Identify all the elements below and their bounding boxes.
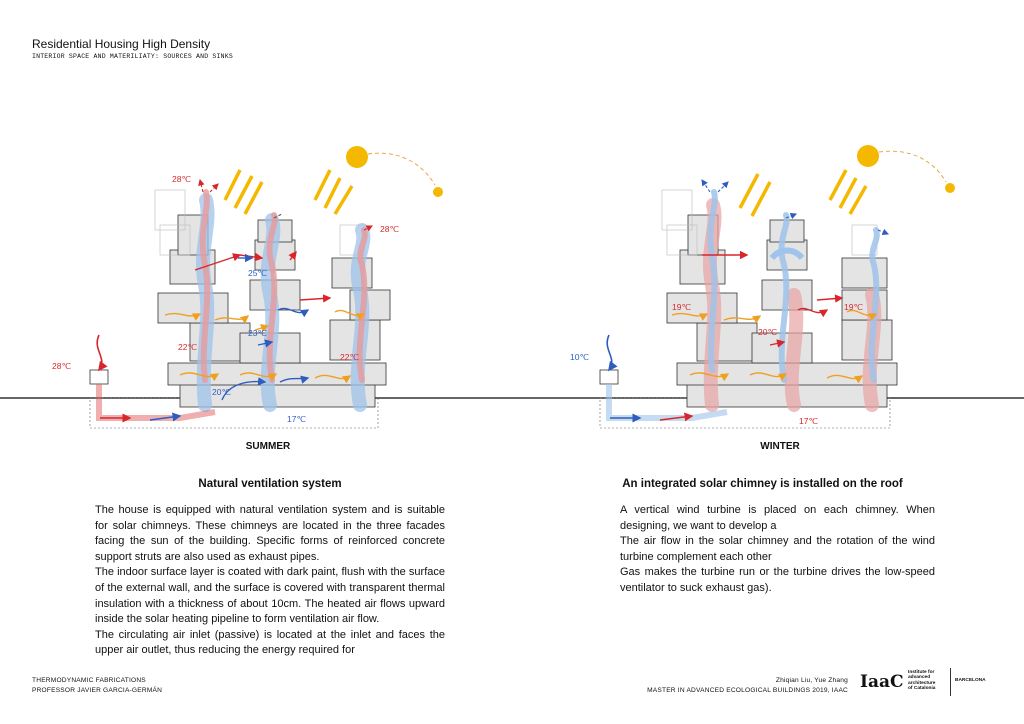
winter-temp-inlet: 10℃ (570, 352, 589, 362)
iaac-logo-mark: IaaC (860, 672, 904, 692)
page-subtitle: INTERIOR SPACE AND MATERILIATY: SOURCES … (32, 53, 233, 60)
footer-authors: Zhiqian Liu, Yue Zhang MASTER IN ADVANCE… (647, 676, 848, 696)
warm-air-chimneys (199, 189, 368, 383)
summer-temp-mid-center: 25℃ (248, 268, 267, 278)
sun-icon-small (433, 187, 443, 197)
winter-temp-basement: 17℃ (799, 416, 818, 426)
summer-temp-basement: 17℃ (287, 414, 306, 424)
footer-author-names: Zhiqian Liu, Yue Zhang (775, 677, 848, 684)
summer-temp-top-left: 28℃ (172, 174, 191, 184)
iaac-logo-text: Institute for advanced architecture of C… (908, 670, 948, 691)
summer-description: The house is equipped with natural venti… (95, 503, 445, 659)
summer-temp-inlet: 28℃ (52, 361, 71, 371)
summer-temp-left-low: 22℃ (178, 342, 197, 352)
page-title: Residential Housing High Density (32, 37, 211, 51)
summer-temp-top-right: 28℃ (380, 224, 399, 234)
summer-paragraph: The house is equipped with natural venti… (95, 504, 445, 563)
sun-rays-icon (223, 169, 354, 215)
sun-icon (857, 145, 879, 167)
winter-paragraph: A vertical wind turbine is placed on eac… (620, 504, 935, 532)
sun-icon-small (945, 183, 955, 193)
summer-ventilation-diagram: 28℃ 28℃ 28℃ 25℃ 23℃ 22℃ 22℃ 20℃ 17℃ (0, 146, 512, 429)
winter-caption: WINTER (760, 441, 800, 452)
sun-icon (346, 146, 368, 168)
footer-professor: PROFESSOR JAVIER GARCIA-GERMÁN (32, 687, 163, 694)
logo-line: Institute for (908, 670, 935, 675)
air-inlet (599, 369, 619, 385)
iaac-city: BARCELONA (955, 678, 986, 683)
logo-line: architecture (908, 680, 936, 686)
summer-temp-ground: 20℃ (212, 387, 231, 397)
footer-program: MASTER IN ADVANCED ECOLOGICAL BUILDINGS … (647, 687, 848, 694)
summer-paragraph: The indoor surface layer is coated with … (95, 566, 445, 626)
winter-temp-left: 19℃ (672, 302, 691, 312)
footer-course-title: THERMODYNAMIC FABRICATIONS (32, 677, 146, 684)
summer-temp-lower-center: 23℃ (248, 328, 267, 338)
logo-divider (950, 668, 951, 696)
summer-heading: Natural ventilation system (198, 478, 342, 490)
summer-temp-right-low: 22℃ (340, 352, 359, 362)
winter-temp-center: 20℃ (758, 327, 777, 337)
winter-paragraph: Gas makes the turbine run or the turbine… (620, 566, 935, 594)
winter-description: A vertical wind turbine is placed on eac… (620, 503, 935, 597)
air-inlet (89, 369, 109, 385)
summer-caption: SUMMER (245, 441, 291, 452)
winter-ventilation-diagram: 10℃ 19℃ 19℃ 20℃ 17℃ (512, 145, 1024, 429)
summer-paragraph: The circulating air inlet (passive) is l… (95, 628, 445, 657)
logo-line: of Catalonia (908, 685, 936, 691)
winter-paragraph: The air flow in the solar chimney and th… (620, 535, 935, 563)
winter-heading: An integrated solar chimney is installed… (622, 478, 903, 490)
footer-course: THERMODYNAMIC FABRICATIONS PROFESSOR JAV… (32, 676, 162, 696)
logo-line: advanced (908, 675, 931, 681)
sun-rays-icon (738, 169, 868, 217)
winter-temp-right: 19℃ (844, 302, 863, 312)
